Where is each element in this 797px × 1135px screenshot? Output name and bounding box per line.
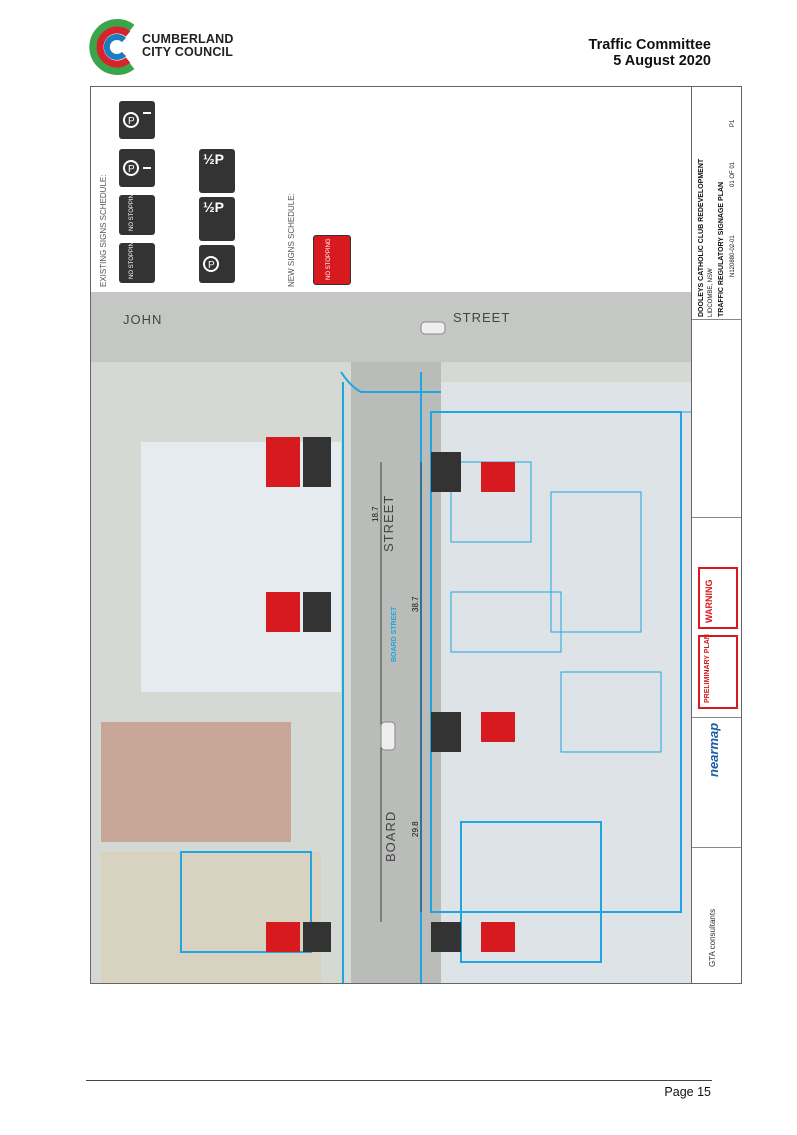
logo-line-2: CITY COUNCIL (142, 45, 234, 59)
sign-no-stopping-existing: NO STOPPING (119, 189, 155, 235)
project-title: DOOLEYS CATHOLIC CLUB REDEVELOPMENT (698, 158, 705, 317)
preliminary-box: PRELIMINARY PLAN (698, 634, 738, 709)
meeting-date: 5 August 2020 (613, 53, 711, 69)
council-logo: CUMBERLAND CITY COUNCIL (86, 14, 246, 80)
sign-half-p-existing: ½P (199, 149, 235, 193)
site-plan-graphic (91, 292, 691, 983)
dimension-3: 29.8 (411, 821, 420, 837)
aerial-plan: JOHN STREET STREET BOARD BOARD STREET 18… (91, 292, 691, 983)
warning-box: WARNING (698, 567, 738, 629)
project-location: LIDCOMBE, NSW (708, 268, 714, 317)
board-street-label: BOARD STREET (391, 606, 398, 662)
street-label-vertical-board: BOARD (383, 810, 398, 862)
street-label-john: JOHN (123, 312, 163, 327)
existing-schedule-label: EXISTING SIGNS SCHEDULE: (99, 174, 108, 287)
svg-text:P: P (128, 116, 135, 127)
issue-number: P1 (730, 119, 736, 127)
nearmap-logo: nearmap (706, 722, 721, 777)
sheet-number: 01 OF 01 (730, 161, 736, 187)
title-block: DOOLEYS CATHOLIC CLUB REDEVELOPMENT LIDC… (691, 87, 741, 983)
svg-text:P: P (128, 164, 135, 175)
footer-rule (86, 1080, 712, 1081)
sign-half-p-existing-2: ½P (199, 197, 235, 241)
svg-text:P: P (208, 260, 215, 271)
council-logo-icon (89, 19, 135, 75)
signage-plan-drawing: EXISTING SIGNS SCHEDULE: NEW SIGNS SCHED… (90, 86, 742, 984)
dimension-1: 18.7 (371, 506, 380, 522)
dimension-2: 38.7 (411, 596, 420, 612)
sign-no-parking-existing-2: P (119, 149, 155, 187)
logo-line-1: CUMBERLAND (142, 32, 234, 46)
street-label-street: STREET (453, 310, 511, 325)
drawing-title: TRAFFIC REGULATORY SIGNAGE PLAN (718, 181, 725, 317)
sign-no-parking-existing-3: P (199, 245, 235, 283)
page-number: Page 15 (664, 1085, 711, 1099)
committee-title: Traffic Committee (588, 37, 711, 53)
street-label-vertical-street: STREET (381, 494, 396, 552)
drawing-number: N120880-02-01 (730, 235, 736, 277)
page-header: Traffic Committee 5 August 2020 (589, 37, 711, 69)
new-schedule-label: NEW SIGNS SCHEDULE: (287, 193, 296, 287)
gta-logo: GTA consultants (708, 908, 717, 967)
sign-no-stopping-new: NO STOPPING (313, 235, 351, 285)
sign-no-stopping-existing-2: NO STOPPING (119, 237, 155, 283)
sign-no-parking-existing: P (119, 101, 155, 139)
